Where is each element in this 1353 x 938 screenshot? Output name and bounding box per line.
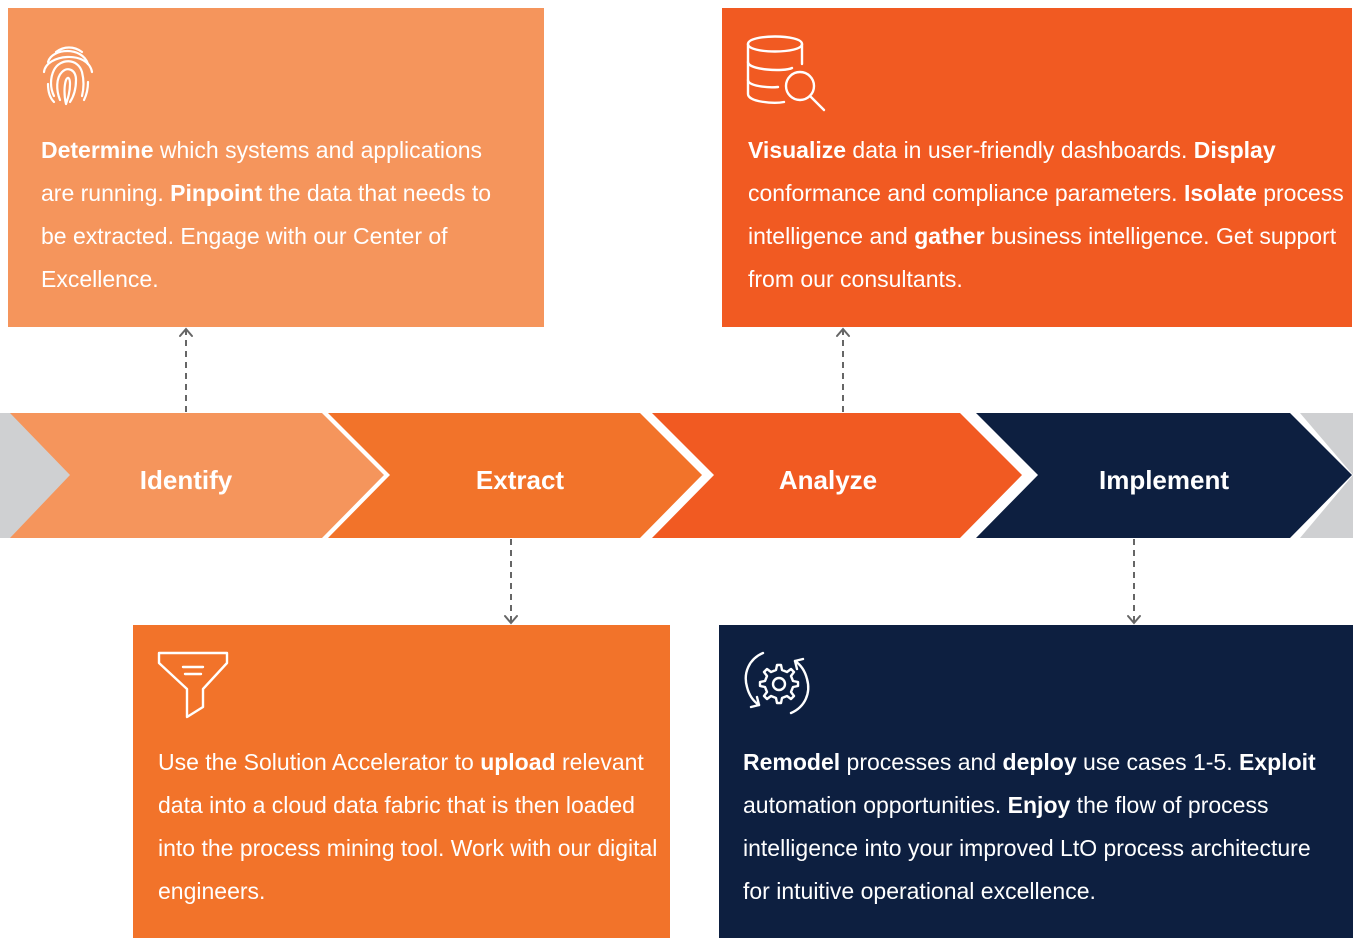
arrowhead-implement [1127,615,1141,625]
description-text: processes and [840,749,1003,775]
description-text: relevant data into a cloud data fabric t… [158,749,658,904]
keyword: Remodel [743,749,841,775]
description-text: conformance and compliance parameters. [748,180,1184,206]
keyword: deploy [1002,749,1077,775]
analyze-description: Visualize data in user-friendly dashboar… [748,129,1348,301]
extract-description: Use the Solution Accelerator to upload r… [158,741,658,913]
stage-implement-label: Implement [1098,465,1230,495]
description-text: which systems and applications are runni… [41,137,483,206]
arrowhead-analyze [836,327,850,337]
description-text: Use the Solution Accelerator to [158,749,481,775]
implement-card: Remodel processes and deploy use cases 1… [719,625,1353,938]
keyword: Exploit [1239,749,1316,775]
process-flow [0,413,1353,538]
fingerprint-icon [38,38,98,115]
description-text: business intelligence. Get support from … [748,223,1337,292]
stage-analyze-label: Analyze [778,465,878,495]
analyze-card: Visualize data in user-friendly dashboar… [722,8,1352,327]
database-search-icon [744,30,828,117]
implement-description: Remodel processes and deploy use cases 1… [743,741,1343,913]
keyword: Enjoy [1007,792,1071,818]
description-text: the data that needs to be extracted. Eng… [41,180,492,292]
left-grey-chevron [0,413,80,538]
extract-card: Use the Solution Accelerator to upload r… [133,625,670,938]
keyword: Pinpoint [170,180,263,206]
stage-extract-label: Extract [475,465,565,495]
stage-analyze-chevron [652,413,1022,538]
description-text: data in user-friendly dashboards. [846,137,1194,163]
arrowhead-identify [179,327,193,337]
stage-identify-label: Identify [139,465,233,495]
keyword: Visualize [748,137,847,163]
description-text: use cases 1-5. [1076,749,1239,775]
gear-cycle-icon [739,647,815,724]
stage-identify-chevron [10,413,384,538]
keyword: upload [480,749,556,775]
keyword: Display [1193,137,1276,163]
keyword: Isolate [1183,180,1257,206]
description-text: the flow of process intelligence into yo… [743,792,1311,904]
identify-description: Determine which systems and applications… [41,129,521,301]
description-text: process intelligence and [748,180,1344,249]
stage-extract-chevron [328,413,702,538]
arrowhead-extract [504,615,518,625]
keyword: gather [914,223,985,249]
keyword: Determine [41,137,154,163]
stage-implement-chevron [976,413,1352,538]
description-text: automation opportunities. [743,792,1008,818]
filter-icon [153,649,233,724]
identify-card: Determine which systems and applications… [8,8,544,327]
